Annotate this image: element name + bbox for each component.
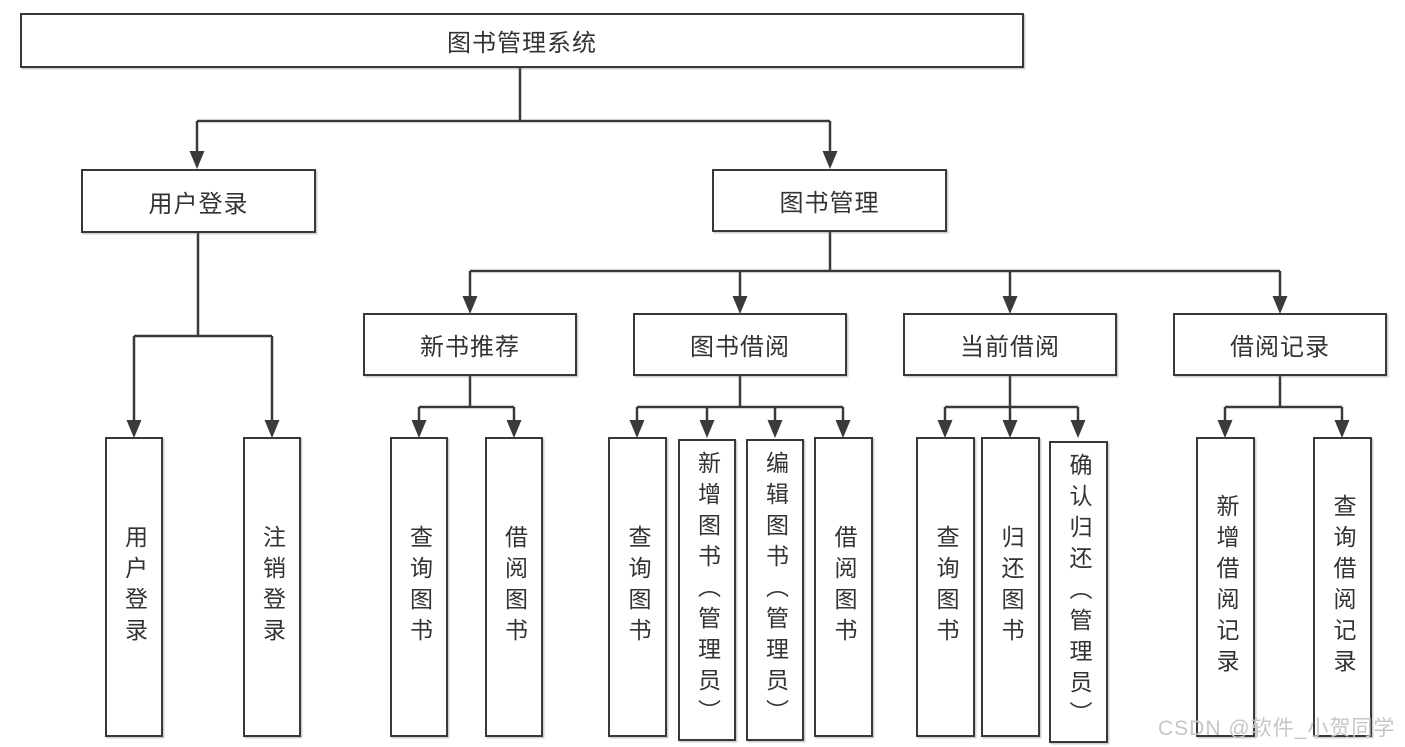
arrowhead-icon bbox=[629, 420, 645, 438]
arrowhead-icon bbox=[1070, 420, 1086, 438]
leaf-label: 查询图书 bbox=[625, 525, 651, 649]
arrowhead-icon bbox=[1002, 420, 1018, 438]
arrowhead-icon bbox=[699, 420, 715, 438]
arrowheads bbox=[126, 151, 1350, 438]
arrowhead-icon bbox=[462, 296, 478, 314]
node-label: 借阅记录 bbox=[1230, 334, 1330, 361]
leaf-label: 归还图书 bbox=[998, 525, 1024, 649]
arrowhead-icon bbox=[1272, 296, 1288, 314]
arrowhead-icon bbox=[1217, 420, 1233, 438]
leaf-query-books-recommend: 查询图书 bbox=[390, 437, 448, 737]
connector-current-borrowing-to-leaves bbox=[943, 376, 1080, 431]
node-label: 图书借阅 bbox=[690, 334, 790, 361]
leaf-label: 借阅图书 bbox=[831, 525, 857, 649]
node-label: 图书管理 bbox=[779, 190, 880, 217]
node-new-book-recommendation: 新书推荐 bbox=[363, 313, 577, 376]
node-current-borrowing: 当前借阅 bbox=[903, 313, 1117, 376]
connector-book-management-to-level3 bbox=[468, 232, 1282, 307]
node-label: 图书管理系统 bbox=[447, 30, 597, 57]
leaf-label: 新增图书（管理员） bbox=[694, 450, 721, 730]
leaf-add-books-admin: 新增图书（管理员） bbox=[678, 439, 736, 741]
node-label: 当前借阅 bbox=[960, 334, 1060, 361]
leaf-confirm-return-admin: 确认归还（管理员） bbox=[1049, 441, 1108, 743]
csdn-watermark: CSDN @软件_小贺同学 bbox=[1158, 717, 1396, 740]
node-label: 用户登录 bbox=[148, 190, 249, 218]
leaf-user-login: 用户登录 bbox=[105, 437, 163, 737]
arrowhead-icon bbox=[835, 420, 851, 438]
connector-book-borrowing-to-leaves bbox=[635, 376, 845, 431]
leaf-add-borrow-record: 新增借阅记录 bbox=[1196, 437, 1255, 737]
connector-new-book-recommendation-to-leaves bbox=[417, 376, 516, 431]
leaf-label: 用户登录 bbox=[121, 525, 148, 649]
arrowhead-icon bbox=[937, 420, 953, 438]
arrowhead-icon bbox=[767, 420, 783, 438]
node-library-management-system: 图书管理系统 bbox=[20, 13, 1024, 68]
leaf-query-borrow-record: 查询借阅记录 bbox=[1313, 437, 1372, 737]
node-book-management: 图书管理 bbox=[712, 169, 947, 232]
node-user-login: 用户登录 bbox=[81, 169, 316, 233]
arrowhead-icon bbox=[264, 420, 280, 438]
arrowhead-icon bbox=[189, 151, 205, 169]
node-borrowing-records: 借阅记录 bbox=[1173, 313, 1387, 376]
arrowhead-icon bbox=[732, 296, 748, 314]
leaf-label: 查询图书 bbox=[406, 525, 433, 649]
leaf-label: 查询借阅记录 bbox=[1330, 494, 1356, 680]
arrowhead-icon bbox=[1002, 296, 1018, 314]
leaf-label: 编辑图书（管理员） bbox=[762, 450, 789, 730]
arrowhead-icon bbox=[411, 420, 427, 438]
connector-borrowing-records-to-leaves bbox=[1223, 376, 1344, 431]
arrowhead-icon bbox=[1334, 420, 1350, 438]
leaf-logout: 注销登录 bbox=[243, 437, 301, 737]
node-book-borrowing: 图书借阅 bbox=[633, 313, 847, 376]
leaf-label: 新增借阅记录 bbox=[1213, 494, 1239, 680]
leaf-label: 确认归还（管理员） bbox=[1066, 452, 1092, 732]
arrowhead-icon bbox=[506, 420, 522, 438]
arrowhead-icon bbox=[822, 151, 838, 169]
leaf-label: 查询图书 bbox=[933, 525, 959, 649]
node-label: 新书推荐 bbox=[420, 334, 520, 361]
leaf-edit-books-admin: 编辑图书（管理员） bbox=[746, 439, 804, 741]
leaf-return-books: 归还图书 bbox=[981, 437, 1040, 737]
leaf-borrow-books-recommend: 借阅图书 bbox=[485, 437, 543, 737]
leaf-query-books-current: 查询图书 bbox=[916, 437, 975, 737]
leaf-borrow-books-borrow: 借阅图书 bbox=[814, 437, 873, 737]
connector-root-to-level2 bbox=[195, 68, 832, 163]
leaf-label: 注销登录 bbox=[259, 525, 286, 649]
leaf-label: 借阅图书 bbox=[501, 525, 528, 649]
leaf-query-books-borrow: 查询图书 bbox=[608, 437, 667, 737]
arrowhead-icon bbox=[126, 420, 142, 438]
connector-paths bbox=[132, 68, 1344, 431]
connector-user-login-to-leaves bbox=[132, 233, 274, 431]
